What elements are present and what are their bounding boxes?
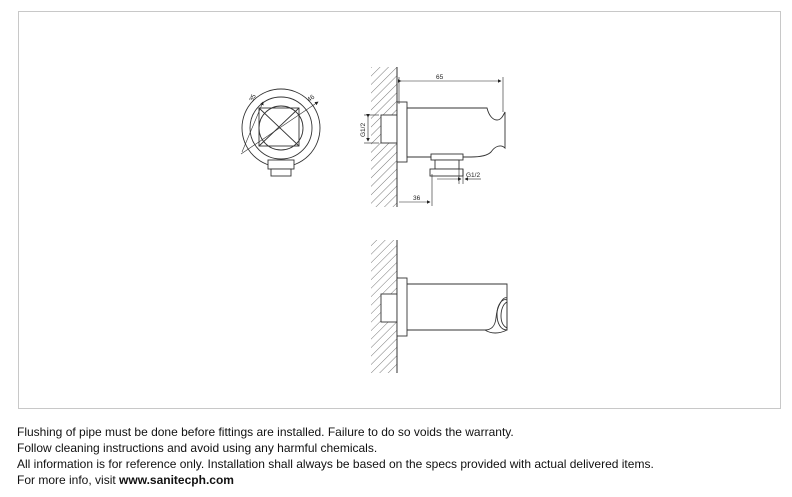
technical-drawing-frame: 35 46 — [18, 11, 781, 409]
note-flushing: Flushing of pipe must be done before fit… — [17, 425, 514, 439]
dim-side-width: 65 — [436, 74, 444, 81]
bottom-side-view — [371, 240, 508, 373]
note-reference: All information is for reference only. I… — [17, 457, 654, 471]
note-cleaning: Follow cleaning instructions and avoid u… — [17, 441, 378, 455]
note-more-info-prefix: For more info, visit — [17, 473, 120, 487]
technical-drawing: 35 46 — [240, 67, 508, 373]
notes-section: Flushing of pipe must be done before fit… — [17, 424, 787, 488]
dim-side-thread-outlet: G1/2 — [466, 172, 480, 179]
front-view — [240, 88, 321, 177]
website-link[interactable]: www.sanitecph.com — [119, 473, 234, 487]
dim-side-thread-wall: G1/2 — [360, 123, 367, 137]
note-more-info: For more info, visit www.sanitecph.com — [17, 472, 787, 488]
middle-ring — [249, 96, 313, 160]
dim-side-outlet-offset: 36 — [413, 195, 421, 202]
side-view — [364, 67, 506, 207]
dim-front-inner: 35 — [248, 93, 258, 103]
dim-front-outer: 46 — [306, 94, 316, 104]
